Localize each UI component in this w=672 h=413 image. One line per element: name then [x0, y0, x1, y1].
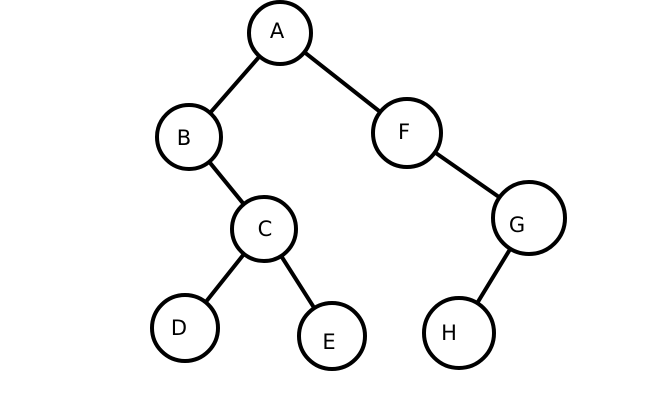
node-d: D [150, 293, 220, 363]
node-circle-g [491, 180, 567, 256]
node-label-e: E [322, 330, 335, 354]
node-label-b: B [177, 126, 191, 150]
node-a: A [247, 0, 313, 66]
edge-c-e [279, 254, 317, 311]
node-g: G [491, 180, 567, 256]
edge-a-b [208, 54, 262, 115]
node-label-g: G [509, 213, 525, 237]
edge-b-c [207, 159, 246, 207]
node-b: B [155, 103, 223, 171]
node-e: E [297, 301, 367, 371]
edge-f-g [432, 150, 502, 200]
node-circle-b [155, 103, 223, 171]
node-circle-a [247, 0, 313, 66]
node-label-a: A [270, 19, 285, 43]
edge-c-d [203, 252, 246, 305]
node-label-h: H [441, 321, 457, 345]
edge-g-h [475, 246, 513, 306]
node-label-c: C [258, 217, 273, 241]
node-label-f: F [398, 120, 410, 144]
node-c: C [230, 195, 298, 263]
node-label-d: D [171, 316, 187, 340]
node-h: H [422, 296, 496, 370]
edges-layer [203, 50, 513, 311]
node-circle-c [230, 195, 298, 263]
node-f: F [371, 97, 443, 169]
node-circle-e [297, 301, 367, 371]
nodes-layer: A B F C G D E H [150, 0, 567, 371]
node-circle-d [150, 293, 220, 363]
node-circle-h [422, 296, 496, 370]
node-circle-f [371, 97, 443, 169]
edge-a-f [302, 50, 383, 114]
